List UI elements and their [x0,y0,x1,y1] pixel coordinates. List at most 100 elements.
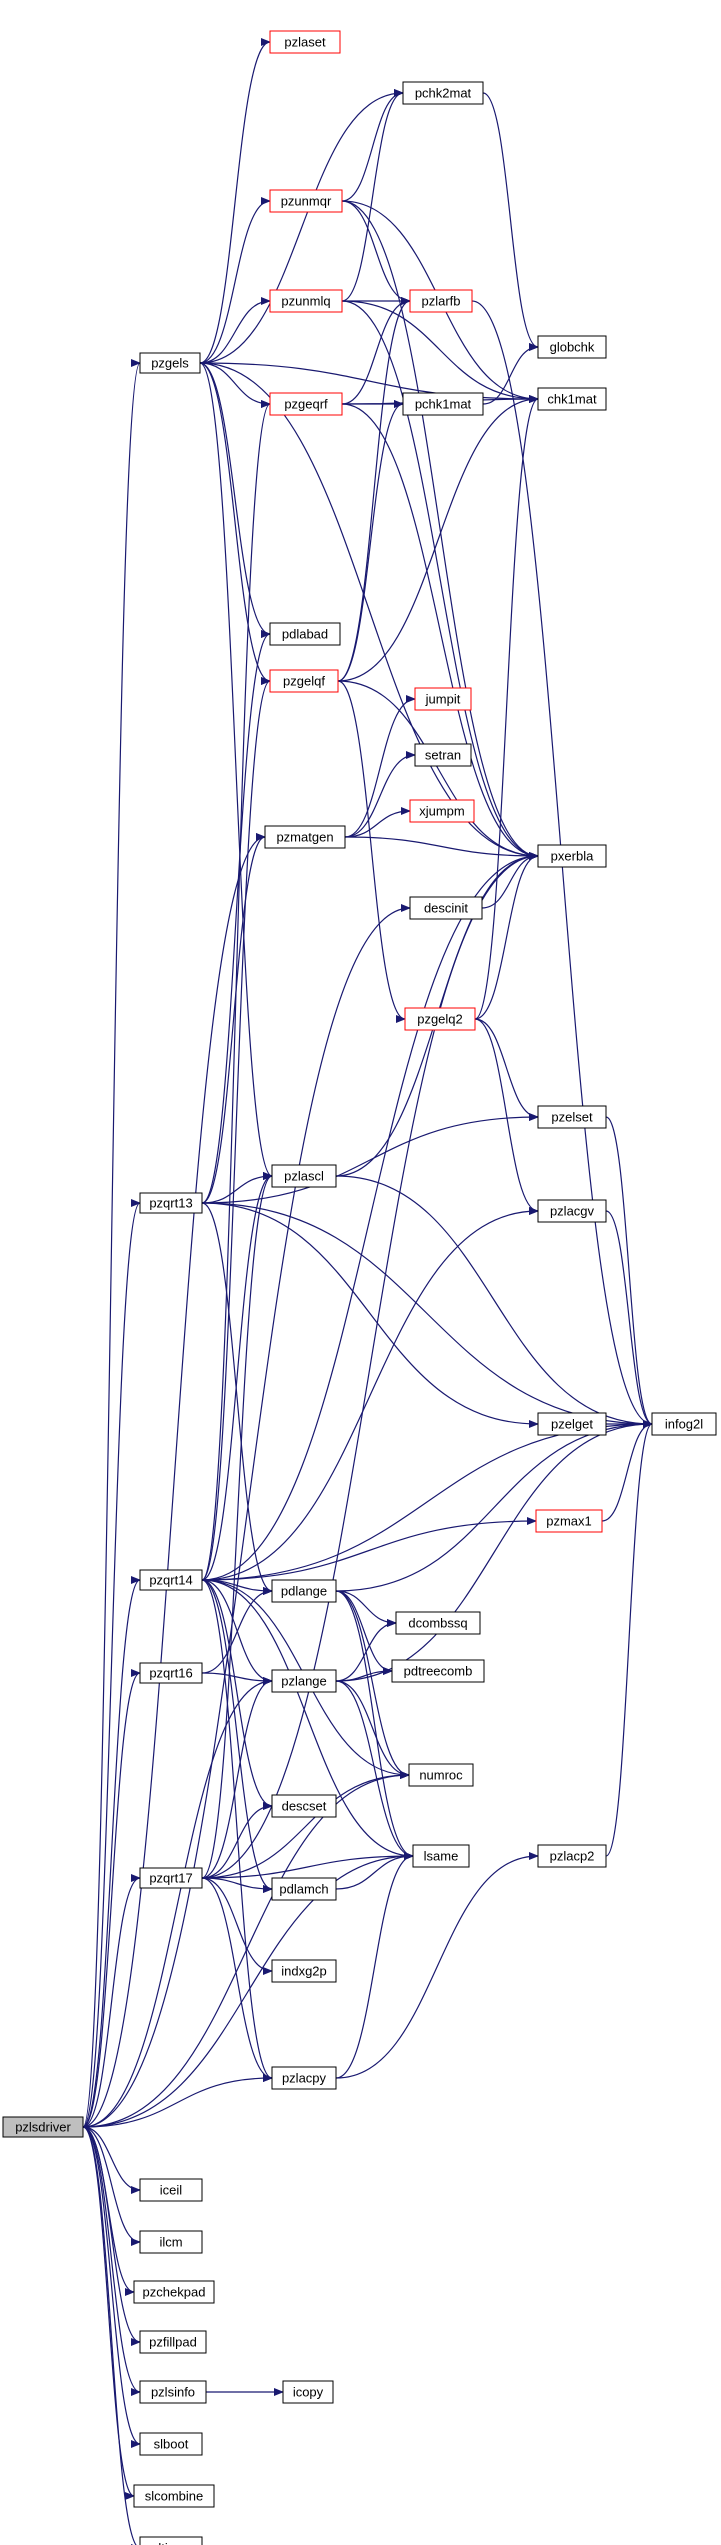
edge-pzgelq2-to-pxerbla [474,852,539,1020]
edge-pzgelqf-to-pzgelq2 [337,680,406,1023]
node-pzlsinfo[interactable]: pzlsinfo [139,2380,207,2404]
edge-line [82,1874,141,2128]
edge-line [82,2126,141,2346]
node-lsame[interactable]: lsame [412,1844,470,1868]
edge-pzlsdriver-to-pzmatgen [82,833,266,2128]
node-xjumpm[interactable]: xjumpm [409,799,475,823]
edge-line [201,1802,273,1879]
edge-pzqrt17-to-pzlascl [201,1172,273,1879]
node-pzunmqr[interactable]: pzunmqr [269,189,343,213]
edge-pzgels-to-pdlabad [199,362,271,638]
node-setran[interactable]: setran [414,743,472,767]
node-dcombssq[interactable]: dcombssq [395,1611,481,1635]
node-box [139,2230,203,2254]
node-pdlabad[interactable]: pdlabad [269,622,341,646]
node-pzmatgen[interactable]: pzmatgen [264,825,346,849]
node-label: descinit [424,901,468,916]
node-label: pzlsinfo [151,2385,195,2400]
node-pzlacpy[interactable]: pzlacpy [271,2066,337,2090]
node-label: globchk [550,340,595,355]
node-ilcm[interactable]: ilcm [139,2230,203,2254]
node-box [264,825,346,849]
edge-pzgelq2-to-pzlacgv [474,1018,539,1215]
node-box [139,1192,203,1214]
edge-pzlsdriver-to-slcombine [82,2126,135,2500]
node-icopy[interactable]: icopy [282,2380,334,2404]
node-iceil[interactable]: iceil [139,2178,203,2202]
node-pzlaset[interactable]: pzlaset [269,30,341,54]
node-pzgels[interactable]: pzgels [139,352,201,374]
edge-pzunmlq-to-pxerbla [341,300,539,860]
node-pdlange[interactable]: pdlange [271,1579,337,1603]
edge-line [344,695,416,838]
edge-line [82,2126,141,2396]
node-label: icopy [293,2385,324,2400]
edge-pzmatgen-to-pxerbla [344,836,539,860]
node-label: pdlamch [279,1882,328,1897]
node-numroc[interactable]: numroc [408,1763,474,1787]
node-descinit[interactable]: descinit [409,896,483,920]
edge-line [337,400,404,682]
node-chk1mat[interactable]: chk1mat [537,387,607,411]
node-pzlarfb[interactable]: pzlarfb [409,289,473,313]
node-slcombine[interactable]: slcombine [133,2484,215,2508]
edge-pchk2mat-to-globchk [482,92,539,351]
node-pzgeqrf[interactable]: pzgeqrf [269,392,343,416]
node-sltimer[interactable]: sltimer [139,2536,203,2545]
edge-line [335,1590,410,1779]
node-pzlascl[interactable]: pzlascl [271,1164,337,1188]
node-pchk2mat[interactable]: pchk2mat [402,81,484,105]
edge-line [335,1680,414,1860]
node-box [537,387,607,411]
node-box [139,2432,203,2456]
node-pdlamch[interactable]: pdlamch [271,1877,337,1901]
node-globchk[interactable]: globchk [537,335,607,359]
edge-line [201,630,271,1204]
edge-line [199,362,539,403]
node-pzmax1[interactable]: pzmax1 [535,1509,603,1533]
node-label: pzlacp2 [550,1849,595,1864]
node-pzqrt16[interactable]: pzqrt16 [139,1662,203,1684]
node-slboot[interactable]: slboot [139,2432,203,2456]
edge-line [82,2126,135,2500]
node-label: slboot [154,2437,189,2452]
edge-pzgelqf-to-chk1mat [337,395,539,682]
node-pzlange[interactable]: pzlange [271,1669,337,1693]
node-pxerbla[interactable]: pxerbla [537,844,607,868]
node-indxg2p[interactable]: indxg2p [271,1959,337,1983]
node-label: dcombssq [408,1616,467,1631]
node-box [402,392,484,416]
edge-pzqrt13-to-pzmatgen [201,833,266,1204]
edge-line [335,1619,397,1682]
edge-line [605,1420,653,1857]
node-pchk1mat[interactable]: pchk1mat [402,392,484,416]
node-label: pchk1mat [415,397,472,412]
node-pzelset[interactable]: pzelset [537,1105,607,1129]
node-label: pzlascl [284,1169,324,1184]
node-layer: pzlsdriver pzgels pzqrt13 pzqrt14 pzqrt16 pzq… [2,30,717,2545]
node-label: pdtreecomb [404,1664,473,1679]
edge-line [199,197,271,364]
node-box [537,844,607,868]
node-pzgelqf[interactable]: pzgelqf [269,669,339,693]
node-pzchekpad[interactable]: pzchekpad [133,2280,215,2304]
node-descset[interactable]: descset [271,1794,337,1818]
node-label: pxerbla [551,849,594,864]
node-pzqrt17[interactable]: pzqrt17 [139,1867,203,1889]
node-pzlacgv[interactable]: pzlacgv [537,1199,607,1223]
node-pzlsdriver[interactable]: pzlsdriver [2,2116,84,2138]
node-pzgelq2[interactable]: pzgelq2 [404,1007,476,1031]
node-pdtreecomb[interactable]: pdtreecomb [391,1659,485,1683]
node-infog2l[interactable]: infog2l [651,1412,717,1436]
node-pzlacp2[interactable]: pzlacp2 [537,1844,607,1868]
node-jumpit[interactable]: jumpit [414,687,472,711]
node-pzqrt13[interactable]: pzqrt13 [139,1192,203,1214]
edge-pzlsdriver-to-slboot [82,2126,141,2448]
node-pzelget[interactable]: pzelget [537,1412,607,1436]
edge-pzunmqr-to-pzlarfb [341,200,411,305]
node-pzqrt14[interactable]: pzqrt14 [139,1569,203,1591]
node-pzunmlq[interactable]: pzunmlq [269,289,343,313]
edge-pdlamch-to-lsame [335,1852,414,1890]
node-pzfillpad[interactable]: pzfillpad [139,2330,207,2354]
